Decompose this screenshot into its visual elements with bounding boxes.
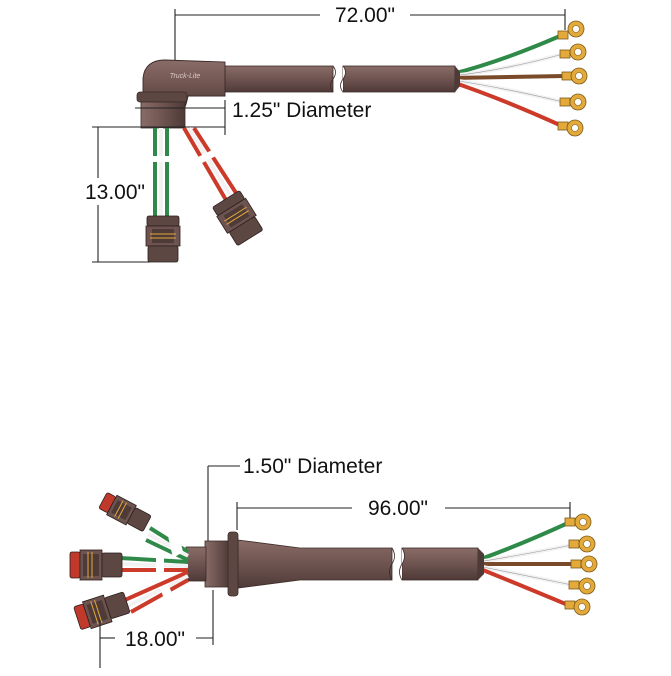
- bottom-diameter-label: 1.50" Diameter: [243, 455, 382, 478]
- bottom-connector-upper: [99, 492, 151, 532]
- bottom-diameter-callout: 1.50" Diameter: [207, 455, 382, 545]
- bottom-length-label: 96.00": [368, 497, 428, 520]
- ring-terminal-icon: [570, 555, 598, 573]
- bottom-connector-lower: [73, 591, 131, 630]
- ring-terminal-icon: [564, 513, 592, 531]
- bottom-main-cable: [237, 539, 484, 589]
- bottom-grommet: [185, 531, 239, 597]
- ring-terminal-icon: [564, 598, 591, 616]
- top-diameter-label: 1.25" Diameter: [232, 99, 371, 122]
- bottom-connector-middle: [69, 549, 123, 581]
- top-length-dimension: 72.00": [174, 4, 566, 62]
- bottom-length-dimension: 96.00": [236, 497, 571, 530]
- ring-terminal-icon: [557, 119, 584, 137]
- bottom-pigtails: [119, 526, 190, 614]
- ring-terminal-icon: [561, 67, 588, 85]
- ring-terminal-icon: [568, 535, 596, 553]
- top-pigtail-dimension: 13.00": [85, 126, 150, 263]
- bottom-harness: 1.50" Diameter 96.00": [69, 455, 598, 668]
- top-harness: 72.00": [85, 4, 588, 263]
- ring-terminal-icon: [568, 577, 596, 595]
- top-connector-green: [145, 215, 181, 263]
- top-wire-red: [451, 80, 563, 128]
- top-plug-neck: [140, 101, 186, 129]
- top-brand-logo: Truck-Lite: [170, 73, 201, 80]
- top-wire-brown: [451, 74, 566, 80]
- bottom-pigtail-label: 18.00": [125, 628, 185, 651]
- ring-terminal-icon: [559, 93, 587, 111]
- top-plug-flange: [136, 91, 188, 103]
- top-wire-fan: [451, 20, 588, 137]
- top-wire-white-2: [451, 78, 564, 104]
- top-pigtail-label: 13.00": [85, 181, 145, 204]
- bottom-pigtail-dimension: 18.00": [99, 590, 214, 668]
- ring-terminal-icon: [557, 20, 585, 40]
- top-wire-green: [451, 34, 561, 76]
- top-pigtails: [150, 126, 240, 218]
- top-main-cable: [214, 65, 460, 93]
- top-connector-red: [212, 190, 263, 246]
- bottom-wire-fan: [477, 513, 598, 616]
- ring-terminal-icon: [559, 43, 587, 61]
- top-length-label: 72.00": [335, 4, 395, 27]
- top-molded-plug: Truck-Lite: [136, 59, 226, 129]
